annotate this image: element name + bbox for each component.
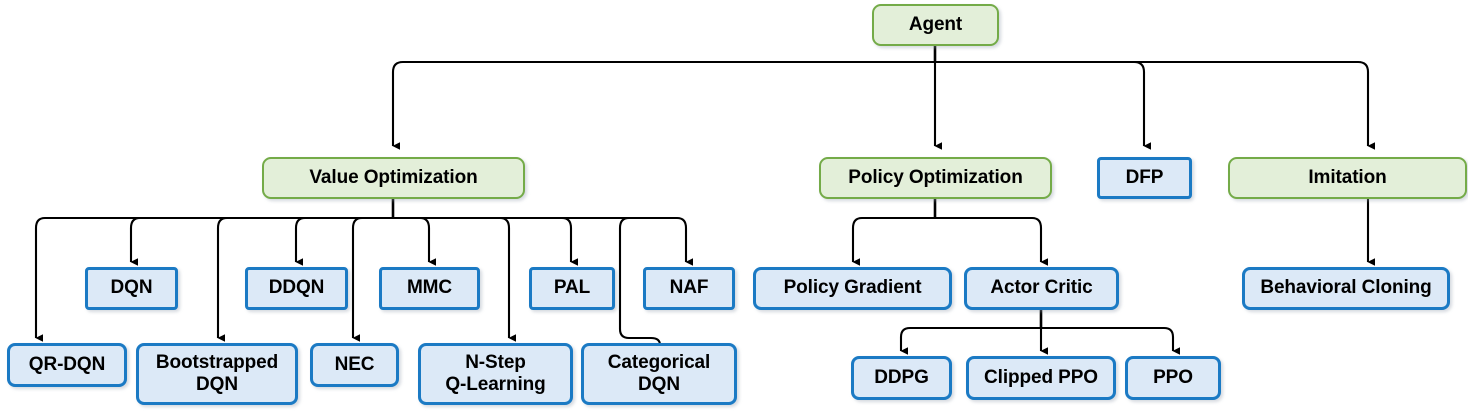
node-dfp[interactable]: DFP bbox=[1097, 157, 1192, 199]
edge-po-policy-gradient bbox=[851, 216, 935, 266]
node-value-optimization-label: Value Optimization bbox=[309, 166, 478, 188]
node-actor-critic[interactable]: Actor Critic bbox=[964, 267, 1119, 310]
node-nec[interactable]: NEC bbox=[310, 343, 399, 387]
node-nec-label: NEC bbox=[334, 353, 375, 375]
node-policy-gradient-label: Policy Gradient bbox=[783, 277, 922, 299]
edge-vo-mmc bbox=[393, 216, 436, 266]
node-ddpg[interactable]: DDPG bbox=[851, 356, 952, 400]
node-bootstrapped-dqn-label: Bootstrapped DQN bbox=[155, 351, 279, 395]
edge-vo-ddqn bbox=[294, 216, 393, 266]
edge-agent-value-optimization bbox=[391, 60, 935, 150]
node-policy-optimization[interactable]: Policy Optimization bbox=[819, 157, 1052, 199]
node-imitation-label: Imitation bbox=[1308, 166, 1387, 188]
node-behavioral-cloning[interactable]: Behavioral Cloning bbox=[1242, 267, 1450, 310]
node-categorical-dqn-label: Categorical DQN bbox=[607, 351, 711, 395]
edge-ac-ppo bbox=[1041, 326, 1180, 355]
node-dqn[interactable]: DQN bbox=[85, 267, 178, 310]
node-qr-dqn[interactable]: QR-DQN bbox=[7, 343, 127, 387]
node-naf-label: NAF bbox=[669, 277, 709, 299]
node-clipped-ppo-label: Clipped PPO bbox=[984, 366, 1098, 388]
node-policy-optimization-label: Policy Optimization bbox=[848, 166, 1023, 188]
node-agent-label: Agent bbox=[908, 13, 963, 35]
node-clipped-ppo[interactable]: Clipped PPO bbox=[966, 356, 1116, 400]
node-qr-dqn-label: QR-DQN bbox=[28, 353, 106, 375]
node-ddqn[interactable]: DDQN bbox=[245, 267, 348, 310]
edge-ac-ddpg bbox=[899, 326, 1041, 355]
edge-vo-pal bbox=[393, 216, 578, 266]
node-actor-critic-label: Actor Critic bbox=[990, 277, 1093, 299]
node-pal-label: PAL bbox=[553, 277, 591, 299]
node-categorical-dqn[interactable]: Categorical DQN bbox=[581, 343, 737, 405]
node-agent[interactable]: Agent bbox=[872, 4, 999, 46]
node-mmc-label: MMC bbox=[406, 277, 453, 299]
node-ddpg-label: DDPG bbox=[874, 366, 929, 388]
node-dfp-label: DFP bbox=[1125, 166, 1164, 188]
node-imitation[interactable]: Imitation bbox=[1228, 157, 1467, 199]
edge-vo-naf bbox=[393, 216, 693, 266]
node-ppo-label: PPO bbox=[1153, 366, 1193, 388]
node-dqn-label: DQN bbox=[110, 277, 153, 299]
node-mmc[interactable]: MMC bbox=[379, 267, 480, 310]
edge-agent-imitation bbox=[935, 60, 1375, 150]
edge-po-actor-critic bbox=[935, 216, 1048, 266]
node-n-step-q-learning-label: N-Step Q-Learning bbox=[445, 351, 546, 395]
node-policy-gradient[interactable]: Policy Gradient bbox=[753, 267, 952, 310]
node-pal[interactable]: PAL bbox=[529, 267, 615, 310]
node-n-step-q-learning[interactable]: N-Step Q-Learning bbox=[418, 343, 573, 405]
node-ppo[interactable]: PPO bbox=[1125, 356, 1221, 400]
node-bootstrapped-dqn[interactable]: Bootstrapped DQN bbox=[136, 343, 298, 405]
node-ddqn-label: DDQN bbox=[268, 277, 325, 299]
edge-vo-dqn bbox=[129, 216, 393, 266]
node-value-optimization[interactable]: Value Optimization bbox=[262, 157, 525, 199]
node-naf[interactable]: NAF bbox=[643, 267, 735, 310]
edge-agent-dfp bbox=[935, 60, 1151, 150]
node-behavioral-cloning-label: Behavioral Cloning bbox=[1260, 277, 1432, 299]
